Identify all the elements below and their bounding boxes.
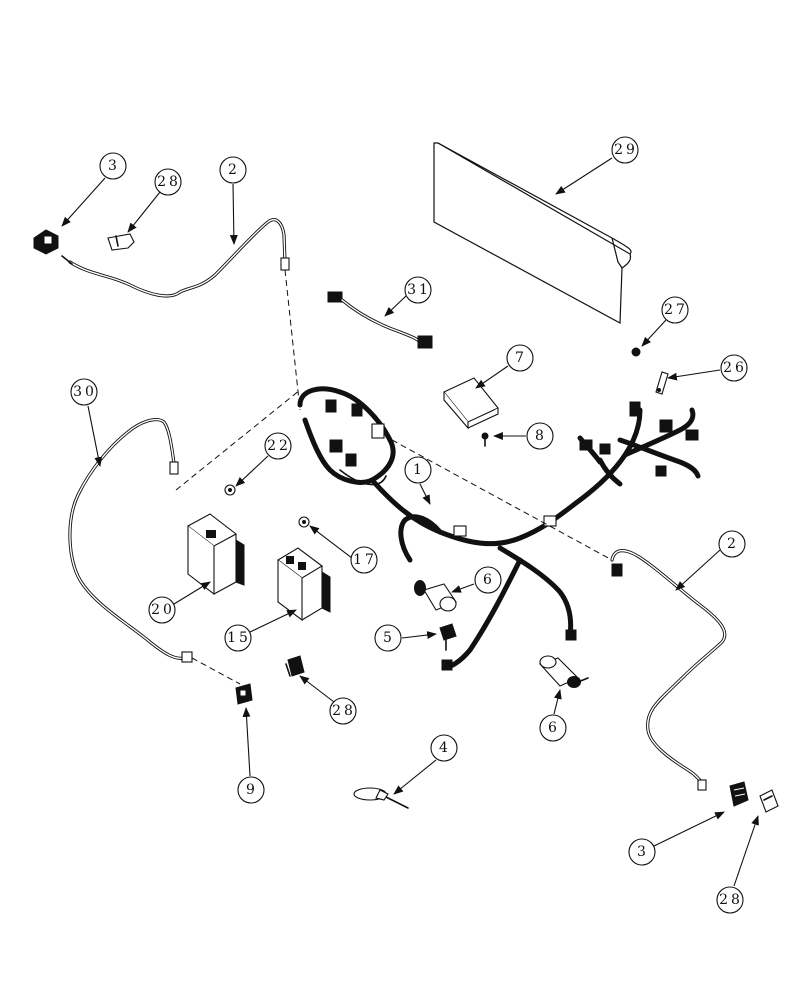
part-5-relay xyxy=(439,623,457,651)
callout-4: 4 xyxy=(393,734,458,795)
callout-7: 7 xyxy=(475,344,534,389)
callout-28-middle: 28 xyxy=(299,675,357,725)
part-6-capacitor-lower xyxy=(539,655,589,688)
part-1-harness xyxy=(297,386,701,671)
part-9-switch xyxy=(235,683,253,705)
callout-8: 8 xyxy=(493,422,554,450)
svg-text:27: 27 xyxy=(664,302,688,318)
callout-3-upper: 3 xyxy=(61,152,127,227)
part-4-cable-tie xyxy=(353,787,409,809)
callout-6-lower: 6 xyxy=(539,689,567,742)
part-31-cable xyxy=(327,291,433,349)
callout-22: 22 xyxy=(235,432,292,487)
svg-text:15: 15 xyxy=(227,630,251,646)
part-26-bracket xyxy=(655,371,669,395)
part-28-clip-middle xyxy=(285,655,305,677)
part-17-nut xyxy=(298,516,310,528)
svg-text:26: 26 xyxy=(723,360,747,376)
svg-text:28: 28 xyxy=(157,174,181,190)
svg-text:2: 2 xyxy=(228,162,240,178)
callout-27: 27 xyxy=(641,296,689,347)
callout-30: 30 xyxy=(70,378,103,467)
svg-text:28: 28 xyxy=(719,892,743,908)
callout-3-lower: 3 xyxy=(628,811,725,866)
part-7-module xyxy=(443,377,499,430)
svg-text:3: 3 xyxy=(108,158,120,174)
callout-9: 9 xyxy=(237,707,265,804)
callout-6-upper: 6 xyxy=(451,566,502,594)
callout-29: 29 xyxy=(555,136,639,195)
svg-text:17: 17 xyxy=(353,552,377,568)
part-15-controller xyxy=(277,547,331,622)
part-6-capacitor-upper xyxy=(414,580,457,612)
svg-text:6: 6 xyxy=(548,720,560,736)
part-3-connector-lower xyxy=(729,781,749,807)
callout-26: 26 xyxy=(667,354,748,382)
svg-text:31: 31 xyxy=(407,282,431,298)
part-22-nut xyxy=(224,484,236,496)
part-3-connector-upper xyxy=(33,229,59,255)
part-2-cable-right xyxy=(610,549,727,791)
part-28-clip-lower-right xyxy=(759,789,779,813)
svg-text:5: 5 xyxy=(383,630,395,646)
svg-text:8: 8 xyxy=(535,428,547,444)
callout-28-lower-right: 28 xyxy=(716,815,759,914)
callout-1: 1 xyxy=(404,456,432,505)
svg-text:30: 30 xyxy=(73,384,97,400)
callout-2-upper: 2 xyxy=(219,156,247,245)
part-27-nut xyxy=(631,347,641,357)
part-20-controller xyxy=(186,513,245,596)
svg-text:22: 22 xyxy=(267,438,291,454)
svg-text:4: 4 xyxy=(439,740,451,756)
svg-text:2: 2 xyxy=(727,536,739,552)
svg-text:6: 6 xyxy=(483,572,495,588)
part-28-clip-upper xyxy=(107,233,135,251)
callout-5: 5 xyxy=(374,624,437,652)
part-8-screw xyxy=(481,432,489,447)
callout-31: 31 xyxy=(384,276,432,317)
callout-17: 17 xyxy=(309,525,378,574)
part-2-cable-upper xyxy=(61,218,290,298)
callout-15: 15 xyxy=(224,609,297,652)
svg-text:9: 9 xyxy=(246,782,258,798)
svg-text:3: 3 xyxy=(637,844,649,860)
callout-28-upper: 28 xyxy=(127,168,182,233)
callout-20: 20 xyxy=(148,581,211,624)
svg-text:29: 29 xyxy=(614,142,638,158)
part-29-panel xyxy=(433,142,632,324)
callout-2-right: 2 xyxy=(675,530,746,591)
svg-text:20: 20 xyxy=(151,602,175,618)
svg-text:1: 1 xyxy=(413,462,425,478)
svg-text:28: 28 xyxy=(332,703,356,719)
svg-text:7: 7 xyxy=(515,350,527,366)
part-30-cable xyxy=(68,418,193,663)
